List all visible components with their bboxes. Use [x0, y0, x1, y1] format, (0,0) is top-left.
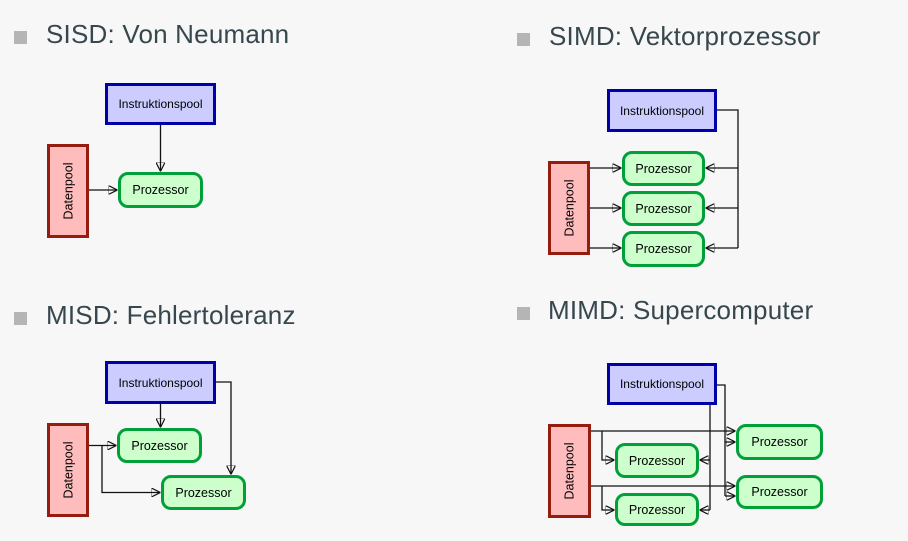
misd-arrow-data-to-processor-2	[101, 445, 159, 493]
mimd-processor-box-left-1: Prozessor	[615, 443, 699, 478]
data-pool-label: Datenpool	[562, 442, 577, 500]
processor-label: Prozessor	[131, 438, 188, 453]
mimd-arrow-data-to-left-processor-2	[601, 486, 613, 510]
section-title-misd: MISD: Fehlertoleranz	[46, 300, 296, 330]
mimd-arrow-data-to-left-processor-1	[601, 431, 613, 460]
instruction-pool-label: Instruktionspool	[619, 103, 705, 118]
simd-processor-box-1: Prozessor	[622, 151, 705, 186]
misd-arrow-instruction-to-processor-2	[216, 381, 231, 473]
simd-instruction-bus	[717, 109, 739, 248]
data-pool-label: Datenpool	[61, 162, 75, 220]
misd-processor-box-1: Prozessor	[117, 428, 202, 463]
instruction-pool-label: Instruktionspool	[619, 377, 705, 391]
bullet-icon	[14, 312, 27, 325]
processor-label: Prozessor	[628, 502, 686, 517]
bullet-icon	[14, 31, 27, 44]
mimd-processor-box-right-2: Prozessor	[736, 475, 823, 509]
mimd-processor-box-left-2: Prozessor	[615, 493, 699, 526]
misd-data-pool-box: Datenpool	[47, 423, 89, 517]
simd-data-pool-box: Datenpool	[548, 161, 590, 255]
bullet-icon	[517, 307, 530, 320]
processor-label: Prozessor	[628, 453, 686, 468]
simd-instruction-pool-box: Instruktionspool	[607, 89, 717, 132]
misd-instruction-pool-box: Instruktionspool	[105, 361, 216, 404]
simd-processor-box-3: Prozessor	[622, 231, 705, 267]
section-title-simd: SIMD: Vektorprozessor	[549, 21, 821, 51]
data-pool-label: Datenpool	[562, 179, 576, 237]
processor-label: Prozessor	[751, 435, 808, 449]
processor-label: Prozessor	[635, 161, 692, 176]
sisd-processor-box: Prozessor	[118, 172, 203, 208]
section-title-mimd: MIMD: Supercomputer	[548, 295, 814, 325]
mimd-processor-box-right-1: Prozessor	[736, 424, 823, 460]
processor-label: Prozessor	[132, 183, 189, 197]
processor-label: Prozessor	[751, 485, 808, 499]
bullet-icon	[517, 33, 530, 46]
processor-label: Prozessor	[635, 201, 692, 216]
instruction-pool-label: Instruktionspool	[118, 375, 203, 390]
mimd-instruction-pool-box: Instruktionspool	[607, 363, 717, 405]
sisd-data-pool-box: Datenpool	[47, 144, 89, 238]
misd-processor-box-2: Prozessor	[161, 475, 246, 510]
data-pool-label: Datenpool	[61, 441, 75, 499]
simd-processor-box-2: Prozessor	[622, 191, 705, 226]
mimd-data-pool-box: Datenpool	[548, 424, 591, 518]
section-title-sisd: SISD: Von Neumann	[46, 19, 290, 49]
instruction-pool-label: Instruktionspool	[118, 97, 203, 111]
sisd-instruction-pool-box: Instruktionspool	[105, 83, 216, 125]
processor-label: Prozessor	[635, 242, 692, 256]
mimd-instruction-bus-right	[717, 384, 726, 496]
processor-label: Prozessor	[175, 485, 232, 500]
